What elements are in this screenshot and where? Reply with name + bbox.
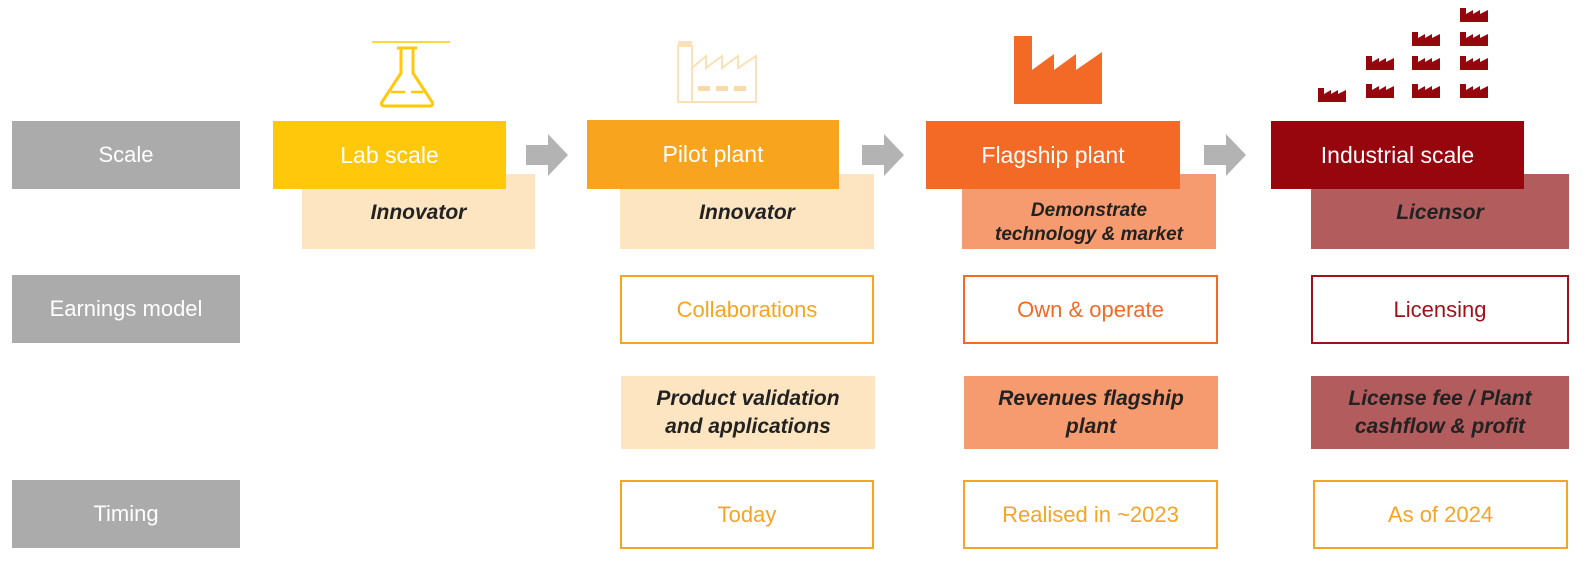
- factory-icon: [1014, 36, 1102, 104]
- revenue-flagship: Revenues flagship plant: [964, 376, 1218, 449]
- revenue-text: Revenues flagship plant: [998, 386, 1184, 438]
- stage-flagship-plant: Flagship plant: [926, 121, 1180, 189]
- pilot-factory-icon: [677, 41, 757, 103]
- flask-icon: [372, 41, 450, 108]
- timing-industrial: As of 2024: [1313, 480, 1568, 549]
- revenue-pilot: Product validation and applications: [621, 376, 875, 449]
- role-text: Licensor: [1396, 200, 1484, 224]
- earnings-model-flagship: Own & operate: [963, 275, 1218, 344]
- revenue-text: Product validation and applications: [656, 386, 840, 438]
- row-label-earnings-model: Earnings model: [12, 275, 240, 343]
- multiple-factories-icon: [1318, 8, 1488, 102]
- stage-lab-scale: Lab scale: [273, 121, 506, 189]
- role-text: Innovator: [370, 200, 467, 224]
- row-label-timing: Timing: [12, 480, 240, 548]
- arrow-right-icon: [526, 134, 568, 176]
- timing-pilot: Today: [620, 480, 874, 549]
- role-text: Demonstrate technology & market: [995, 199, 1183, 245]
- stage-industrial-scale: Industrial scale: [1271, 121, 1524, 189]
- revenue-text: License fee / Plant cashflow & profit: [1348, 386, 1532, 438]
- role-text: Innovator: [699, 200, 795, 224]
- timing-flagship: Realised in ~2023: [963, 480, 1218, 549]
- arrow-right-icon: [1204, 134, 1246, 176]
- revenue-industrial: License fee / Plant cashflow & profit: [1311, 376, 1569, 449]
- arrow-right-icon: [862, 134, 904, 176]
- earnings-model-pilot: Collaborations: [620, 275, 874, 344]
- row-label-scale: Scale: [12, 121, 240, 189]
- earnings-model-industrial: Licensing: [1311, 275, 1569, 344]
- stage-pilot-plant: Pilot plant: [587, 120, 839, 189]
